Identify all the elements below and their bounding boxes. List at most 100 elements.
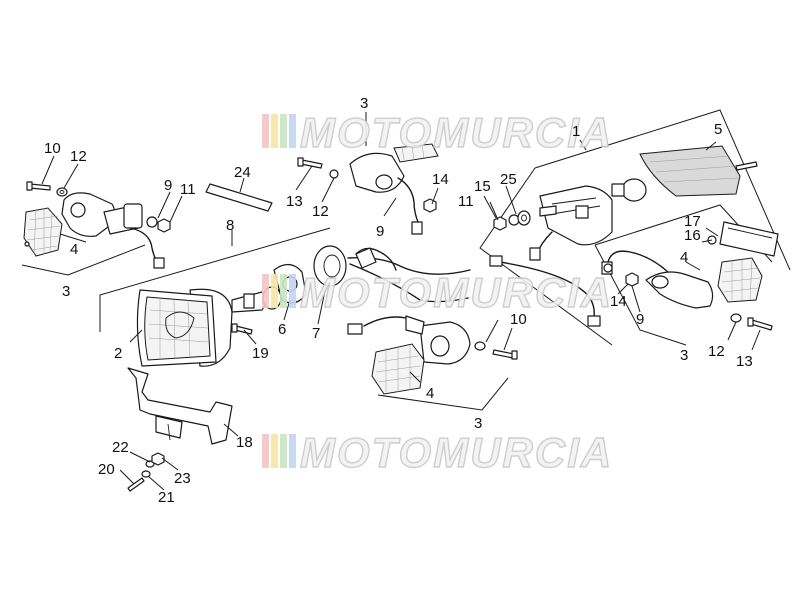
screw-20 bbox=[127, 477, 145, 492]
callout-label: 13 bbox=[736, 353, 753, 370]
callout-label: 20 bbox=[98, 461, 115, 478]
washer-25 bbox=[517, 210, 531, 226]
watermark-bottom: MOTOMURCIA bbox=[262, 428, 613, 477]
callout-label: 16 bbox=[684, 227, 701, 244]
callout-label: 11 bbox=[180, 181, 196, 198]
callout-label: 1 bbox=[572, 123, 580, 140]
front-left-indicator-wire bbox=[129, 227, 165, 269]
callout-label: 12 bbox=[70, 148, 87, 165]
group-outline-front-left-indicator bbox=[21, 244, 146, 276]
headlight-bracket-18 bbox=[127, 367, 233, 445]
callout-labels: 10 12 9 11 4 3 24 8 13 12 3 9 14 15 25 1… bbox=[44, 95, 753, 506]
callout-label: 4 bbox=[70, 241, 78, 258]
screw-13-top bbox=[297, 157, 323, 169]
callout-label: 24 bbox=[234, 164, 251, 181]
watermark-stripe bbox=[271, 434, 278, 468]
callout-label: 2 bbox=[114, 345, 122, 362]
nut-23 bbox=[151, 452, 165, 466]
callout-label: 3 bbox=[680, 347, 688, 364]
small-screw bbox=[24, 241, 30, 247]
callout-label: 3 bbox=[62, 283, 70, 300]
watermark-top: MOTOMURCIA bbox=[262, 108, 613, 157]
callout-label: 21 bbox=[158, 489, 175, 506]
callout-label: 17 bbox=[684, 213, 701, 230]
watermark-text: MOTOMURCIA bbox=[300, 269, 613, 316]
washer-12-left bbox=[56, 187, 68, 197]
tail-light-wire bbox=[489, 231, 601, 327]
screw-10-center bbox=[492, 349, 518, 360]
watermark-stripe bbox=[280, 114, 287, 148]
headlight-assembly bbox=[136, 288, 233, 367]
callout-label: 23 bbox=[174, 470, 191, 487]
nut-11-left bbox=[157, 218, 171, 233]
callout-label: 5 bbox=[714, 121, 722, 138]
nut-14-right bbox=[625, 272, 639, 287]
callout-label: 4 bbox=[426, 385, 434, 402]
watermark-middle: MOTOMURCIA bbox=[262, 268, 613, 317]
watermark-stripe bbox=[280, 274, 287, 308]
washer-12-right bbox=[730, 313, 742, 323]
watermark-stripe bbox=[271, 114, 278, 148]
callout-label: 12 bbox=[312, 203, 329, 220]
callout-label: 25 bbox=[500, 171, 517, 188]
group-outline-rear bbox=[479, 109, 791, 346]
front-right-indicator-wiring bbox=[347, 247, 471, 335]
tail-light-bulb bbox=[611, 178, 647, 202]
callout-label: 6 bbox=[278, 321, 286, 338]
watermark-text: MOTOMURCIA bbox=[300, 429, 613, 476]
callout-label: 3 bbox=[474, 415, 482, 432]
headlight-boot-7 bbox=[313, 245, 347, 287]
leader-lines bbox=[41, 112, 761, 491]
tail-light-lens-5 bbox=[639, 145, 741, 197]
tail-light-screw bbox=[735, 161, 758, 171]
watermark-stripe bbox=[289, 274, 296, 308]
rear-right-indicator-lens bbox=[717, 257, 763, 303]
watermark-stripe bbox=[262, 114, 269, 148]
front-right-indicator-lens bbox=[371, 343, 425, 395]
nut-11-center bbox=[493, 216, 507, 231]
reflector-strip-24 bbox=[205, 183, 273, 212]
watermark-stripe bbox=[262, 434, 269, 468]
callout-label: 10 bbox=[510, 311, 527, 328]
callout-label: 11 bbox=[458, 193, 474, 210]
tail-light-base bbox=[539, 185, 613, 246]
callout-label: 14 bbox=[432, 171, 449, 188]
callout-label: 8 bbox=[226, 217, 234, 234]
callout-label: 14 bbox=[610, 293, 627, 310]
callout-label: 19 bbox=[252, 345, 269, 362]
group-outline-front-right-indicator bbox=[377, 377, 509, 411]
rear-right-indicator-body bbox=[645, 271, 714, 309]
screw-13-right bbox=[747, 317, 773, 331]
watermark-stripe bbox=[280, 434, 287, 468]
screw-10-left bbox=[26, 181, 51, 191]
callout-label: 4 bbox=[680, 249, 688, 266]
group-outline-front bbox=[99, 227, 331, 332]
washer-9-right bbox=[603, 263, 613, 273]
watermark-stripe bbox=[271, 274, 278, 308]
callout-label: 9 bbox=[164, 177, 172, 194]
front-left-indicator-body bbox=[61, 192, 143, 237]
nut-14-top bbox=[423, 198, 437, 213]
license-plate-light-17 bbox=[719, 221, 779, 257]
screw-19 bbox=[231, 323, 253, 335]
watermark-stripe bbox=[289, 114, 296, 148]
top-indicator-body bbox=[349, 152, 423, 235]
washer-15 bbox=[508, 214, 520, 226]
watermark-stripe bbox=[262, 274, 269, 308]
front-left-indicator bbox=[23, 207, 63, 257]
callout-label: 22 bbox=[112, 439, 129, 456]
watermark-text: MOTOMURCIA bbox=[300, 109, 613, 156]
washer-12-top bbox=[329, 169, 339, 179]
callout-label: 15 bbox=[474, 178, 491, 195]
watermark-stripe bbox=[289, 434, 296, 468]
callout-label: 12 bbox=[708, 343, 725, 360]
callout-label: 9 bbox=[636, 311, 644, 328]
washer-9-left bbox=[146, 216, 158, 228]
callout-label: 7 bbox=[312, 325, 320, 342]
callout-label: 9 bbox=[376, 223, 384, 240]
front-right-indicator-body bbox=[405, 315, 471, 365]
callout-label: 18 bbox=[236, 434, 253, 451]
callout-label: 3 bbox=[360, 95, 368, 112]
washer-21 bbox=[141, 470, 151, 478]
